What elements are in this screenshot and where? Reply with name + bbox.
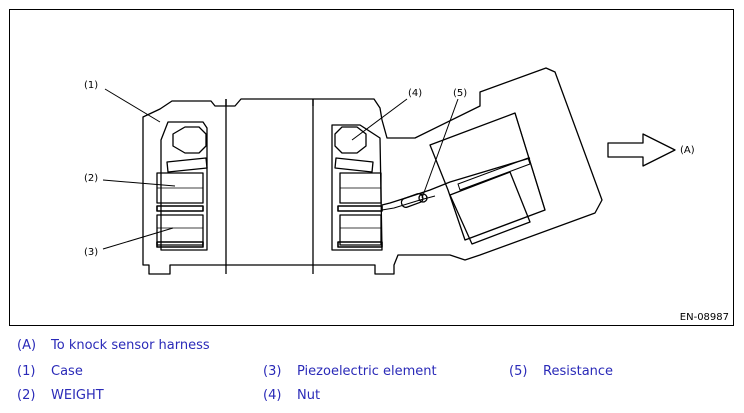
- harness-arrow: [607, 133, 676, 167]
- legend-item-2: (2) WEIGHT: [17, 388, 104, 403]
- connector-body: [429, 112, 546, 241]
- case-outline: [142, 67, 603, 275]
- legend-text: Resistance: [543, 364, 614, 379]
- left-washer-top: [156, 205, 204, 212]
- legend-key: (1): [17, 364, 36, 379]
- leader-5: [421, 98, 459, 199]
- leader-4: [351, 98, 408, 141]
- legend-key: (4): [263, 388, 282, 403]
- knock-sensor-diagram: (1) (2) (3) (4) (5) (A) EN-08987: [9, 9, 734, 326]
- callout-2: (2): [84, 173, 98, 184]
- legend-text: Case: [51, 364, 83, 379]
- legend-key: (5): [509, 364, 528, 379]
- right-nut: [334, 126, 367, 154]
- legend-key: (A): [17, 338, 37, 353]
- legend-key: (2): [17, 388, 36, 403]
- callout-5: (5): [453, 88, 467, 99]
- legend-text: Piezoelectric element: [297, 364, 437, 379]
- figure-code: EN-08987: [679, 312, 729, 323]
- leader-3: [102, 227, 174, 250]
- legend-item-5: (5) Resistance: [509, 364, 613, 379]
- left-piezo: [156, 214, 204, 246]
- left-washer-bottom: [156, 241, 204, 248]
- left-cavity: [160, 121, 208, 251]
- right-washer-bottom: [337, 241, 383, 248]
- callout-3: (3): [84, 247, 98, 258]
- right-weight-plate: [334, 157, 374, 173]
- callout-1: (1): [84, 80, 98, 91]
- legend-item-a: (A) To knock sensor harness: [17, 338, 210, 353]
- left-weight-plate: [166, 157, 208, 173]
- connector-slot: [457, 157, 531, 191]
- right-washer-top: [337, 205, 383, 212]
- center-bore: [225, 99, 314, 274]
- left-nut: [172, 126, 207, 154]
- right-piezo: [339, 214, 382, 246]
- callout-a: (A): [680, 145, 695, 156]
- legend-item-3: (3) Piezoelectric element: [263, 364, 437, 379]
- legend-item-4: (4) Nut: [263, 388, 320, 403]
- legend-text: Nut: [297, 388, 321, 403]
- legend-key: (3): [263, 364, 282, 379]
- legend-text: WEIGHT: [51, 388, 104, 403]
- legend-item-1: (1) Case: [17, 364, 83, 379]
- terminal-wire: [381, 157, 531, 206]
- legend-text: To knock sensor harness: [51, 338, 210, 353]
- connector-rib: [514, 112, 546, 211]
- callout-4: (4): [408, 88, 422, 99]
- connector-plug: [449, 171, 531, 245]
- leader-1: [104, 88, 161, 123]
- leader-2: [102, 179, 176, 187]
- sensor-cross-section: (1) (2) (3) (4) (5) (A): [84, 67, 695, 275]
